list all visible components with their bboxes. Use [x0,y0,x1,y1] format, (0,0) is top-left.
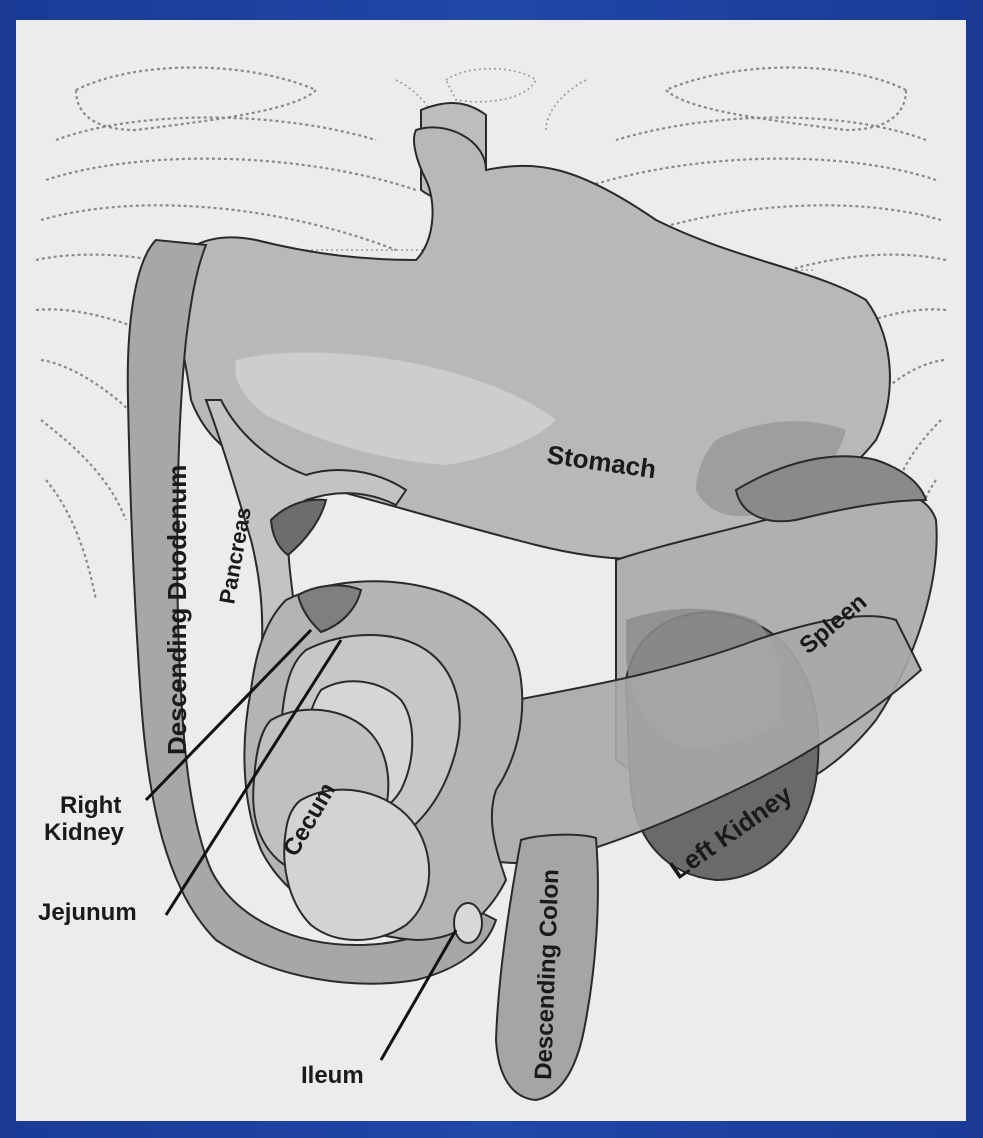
abdominal-organs-diagram: Stomach Descending Duodenum Pancreas Spl… [16,20,966,1121]
right-kidney-label-line2: Kidney [44,819,125,846]
right-kidney-label-line1: Right [60,792,121,819]
ileum-label: Ileum [301,1062,364,1089]
descending-duodenum-label: Descending Duodenum [162,465,192,755]
ileum-segment [454,903,482,943]
anatomy-diagram-canvas: Stomach Descending Duodenum Pancreas Spl… [16,20,966,1121]
jejunum-label: Jejunum [38,899,137,926]
pancreas-label: Pancreas [214,505,256,606]
